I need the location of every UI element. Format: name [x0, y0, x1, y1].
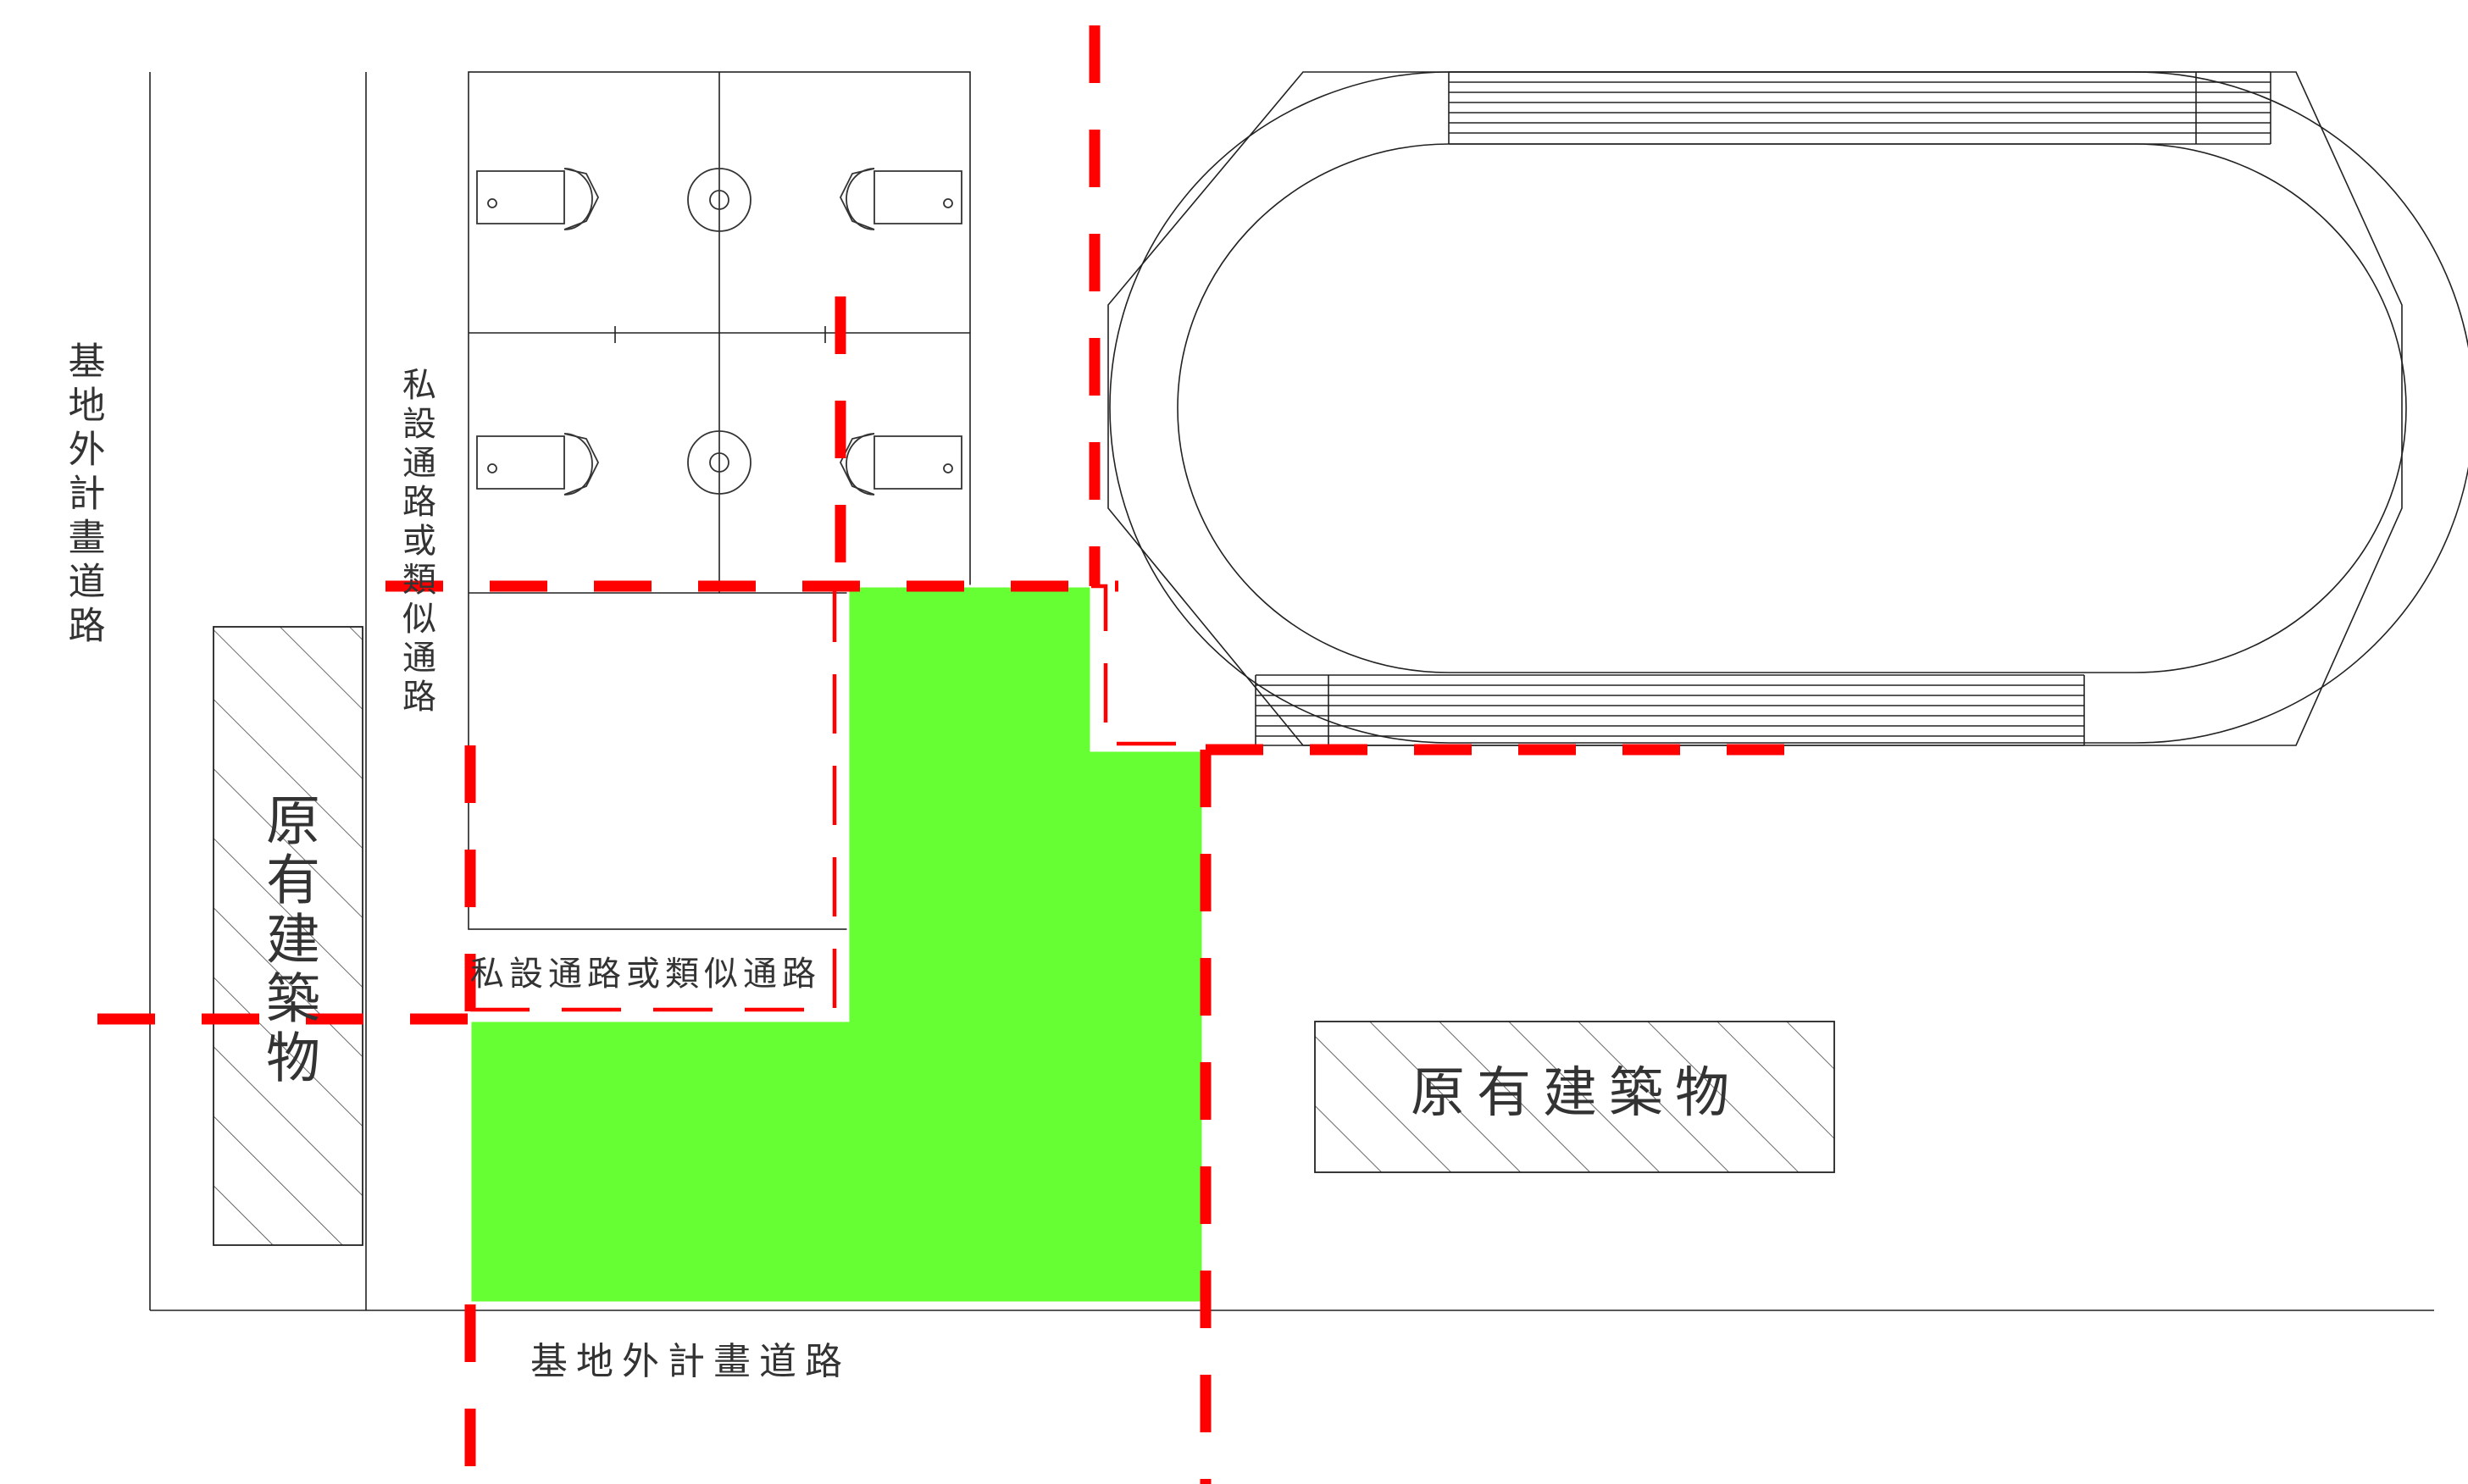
site-area [469, 584, 1205, 1304]
existing-building-right-label: 原有建築物 [1411, 1062, 1741, 1125]
boundary-lines [97, 25, 1830, 1484]
road-lines [149, 72, 2434, 1311]
existing-building-left-label: 原有建築物 [257, 792, 319, 1088]
private-road-horizontal-label: 私設通路或類似通路 [470, 955, 821, 994]
road-outside-left-label: 基地外計畫道路 [62, 341, 105, 650]
existing-building-right [1314, 1021, 1835, 1173]
court-row-top [476, 168, 962, 232]
road-outside-bottom-label: 基地外計畫道路 [530, 1340, 851, 1383]
running-track [1107, 71, 2468, 746]
existing-building-left [213, 626, 363, 1246]
court-row-bottom [476, 430, 962, 496]
private-road-vertical-label: 私設通路或類似通路 [397, 367, 436, 717]
basketball-courts [468, 71, 971, 930]
